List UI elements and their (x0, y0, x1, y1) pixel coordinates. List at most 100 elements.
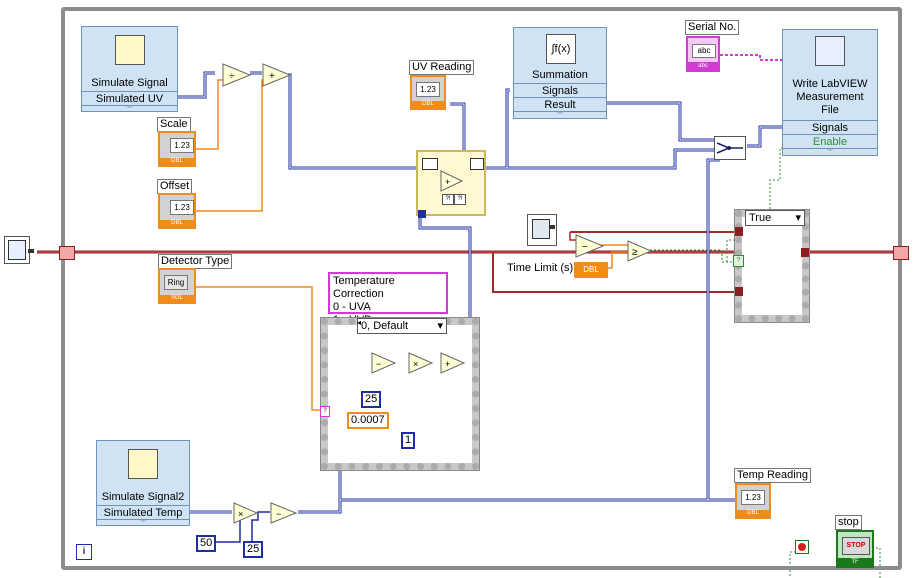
svg-text:+: + (445, 359, 450, 369)
while-loop-frame (61, 7, 902, 570)
case-selector-timing-value: True (749, 212, 772, 224)
temp-subtract-node[interactable]: − (270, 502, 298, 524)
expand-chevron-icon[interactable]: ︾ (82, 105, 177, 114)
constant-1[interactable]: 1 (401, 432, 416, 449)
offset-control[interactable]: 1.23 DBL (158, 193, 196, 229)
case-selector-terminal[interactable]: ? (320, 406, 330, 417)
case-add-node[interactable]: + (440, 352, 466, 374)
constant-0-0007[interactable]: 0.0007 (347, 412, 389, 429)
svg-text:≥: ≥ (632, 247, 638, 258)
svg-text:−: − (276, 509, 281, 519)
offset-value: 1.23 (170, 200, 194, 215)
svg-text:−: − (582, 242, 588, 253)
svg-text:×: × (413, 359, 418, 369)
loop-condition-icon[interactable] (795, 540, 809, 554)
expand-chevron-icon[interactable]: ︾ (97, 519, 189, 528)
uv-reading-type: DBL (412, 101, 444, 108)
case-selector-main-value: 0, Default (361, 320, 409, 332)
expand-chevron-icon[interactable]: ︾ (783, 148, 877, 157)
case-selector-main[interactable]: 0, Default ▾ (357, 318, 447, 334)
add-node[interactable]: + (262, 63, 292, 87)
uv-reading-label: UV Reading (409, 60, 475, 75)
write-file-input-signals[interactable]: Signals (783, 120, 877, 135)
time-limit-control[interactable]: DBL (574, 262, 608, 278)
timing-case-selector-terminal[interactable]: ? (733, 255, 744, 267)
dropdown-arrow-icon[interactable]: ▾ (437, 320, 443, 332)
serial-no-type: abc (688, 62, 718, 70)
temp-reading-type: DBL (737, 510, 769, 517)
signal-generator-icon (115, 35, 145, 65)
stop-label: stop (835, 515, 862, 530)
left-shift-register[interactable] (59, 246, 75, 260)
temp-reading-value: 1.23 (741, 490, 765, 505)
detector-type-value: Ring (164, 275, 188, 290)
serial-no-value: abc (692, 44, 716, 58)
detector-type-datatype: SGL (160, 295, 194, 302)
merge-error-b: ?! (454, 194, 466, 205)
write-measurement-file-vi[interactable]: Write LabVIEW Measurement File Signals E… (782, 29, 878, 156)
summation-input-signals[interactable]: Signals (514, 83, 606, 98)
scale-control[interactable]: 1.23 DBL (158, 131, 196, 167)
constant-50[interactable]: 50 (196, 535, 217, 552)
scale-label: Scale (157, 117, 191, 132)
timing-case[interactable] (734, 209, 810, 323)
stop-button-type: TF (838, 558, 872, 566)
time-limit-label: Time Limit (s) (507, 262, 574, 274)
dropdown-arrow-icon[interactable]: ▾ (795, 212, 801, 224)
case-subtract-node[interactable]: − (371, 352, 397, 374)
signal-generator-icon (128, 449, 158, 479)
write-file-input-enable[interactable]: Enable (783, 134, 877, 149)
pen-file-icon (815, 36, 845, 66)
serial-no-control[interactable]: abc abc (686, 36, 720, 72)
iteration-info-icon: i (76, 544, 92, 560)
detector-type-label: Detector Type (158, 254, 233, 269)
constant-25-temp[interactable]: 25 (243, 541, 264, 558)
comment-line1: Temperature Correction (333, 275, 395, 300)
uv-reading-indicator[interactable]: 1.23 DBL (410, 75, 446, 110)
svg-text:÷: ÷ (229, 71, 235, 82)
error-cluster-icon[interactable] (4, 236, 34, 264)
write-file-title-line2: Measurement (796, 91, 864, 103)
greater-or-equal-node[interactable]: ≥ (627, 240, 653, 262)
simulate-signal-vi[interactable]: Simulate Signal Simulated UV ︾ (81, 26, 178, 114)
temp-reading-label: Temp Reading (734, 468, 811, 483)
expand-chevron-icon[interactable]: ︾ (514, 111, 606, 120)
right-shift-register[interactable] (893, 246, 909, 260)
summation-title: Summation (532, 69, 588, 81)
stop-button-value: STOP (842, 537, 870, 555)
summation-vi[interactable]: ∫f(x) Summation Signals Result ︾ (513, 27, 607, 119)
case-left-arrow-icon[interactable]: ◂ (357, 318, 362, 327)
svg-text:−: − (376, 359, 381, 369)
detector-type-control[interactable]: Ring SGL (158, 268, 196, 304)
merge-error-a: ?! (442, 194, 454, 205)
comment-line2: 0 - UVA (333, 301, 371, 313)
temp-multiply-node[interactable]: × (233, 502, 259, 524)
simulate-signal-title: Simulate Signal (91, 77, 168, 89)
stop-button-terminal[interactable]: STOP TF (836, 530, 874, 568)
svg-text:+: + (445, 177, 450, 187)
elapsed-time-icon[interactable] (527, 214, 557, 246)
scale-type: DBL (160, 158, 194, 165)
signal-merge-node[interactable]: + ?! ?! (416, 150, 486, 218)
write-file-title-line3: File (821, 104, 839, 116)
scale-value: 1.23 (170, 138, 194, 153)
write-file-title-line1: Write LabVIEW (792, 78, 868, 90)
temperature-correction-case[interactable] (320, 317, 480, 471)
simulate-signal2-vi[interactable]: Simulate Signal2 Simulated Temp ︾ (96, 440, 190, 528)
uv-reading-value: 1.23 (416, 82, 440, 97)
case-multiply-node[interactable]: × (408, 352, 434, 374)
case-selector-timing[interactable]: True ▾ (745, 210, 805, 226)
simulate-signal2-output[interactable]: Simulated Temp (97, 505, 189, 520)
temperature-correction-comment: Temperature Correction 0 - UVA 1 - UVB (328, 272, 448, 326)
tunnel-error-out (801, 248, 809, 257)
simulate-signal-output[interactable]: Simulated UV (82, 91, 177, 106)
temp-reading-indicator[interactable]: 1.23 DBL (735, 483, 771, 519)
merge-signals-node[interactable] (714, 136, 746, 160)
subtract-node[interactable]: − (575, 234, 605, 258)
divide-node[interactable]: ÷ (222, 63, 252, 87)
offset-type: DBL (160, 220, 194, 227)
serial-no-label: Serial No. (685, 20, 740, 35)
summation-output-result[interactable]: Result (514, 97, 606, 112)
offset-label: Offset (157, 179, 193, 194)
constant-25-case[interactable]: 25 (361, 391, 382, 408)
